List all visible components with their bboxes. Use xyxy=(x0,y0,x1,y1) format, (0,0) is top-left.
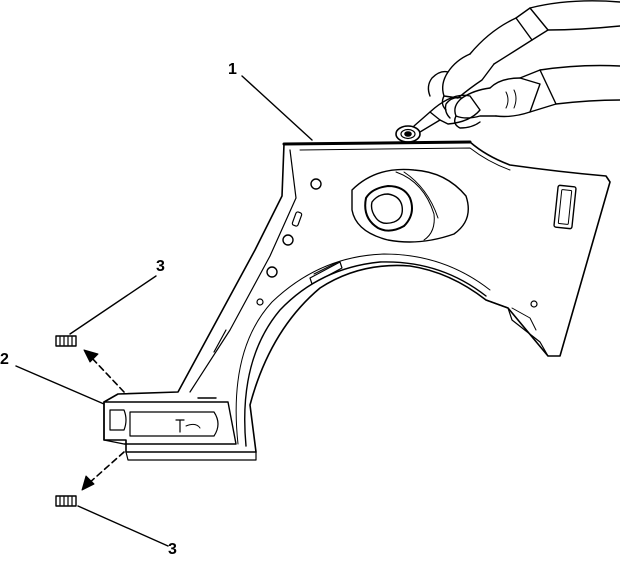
quarter-panel xyxy=(103,140,611,453)
callout-number-3-upper: 3 xyxy=(156,258,165,275)
removal-arrow-upper xyxy=(83,349,125,393)
leader-line-2 xyxy=(15,365,105,405)
insert-lower xyxy=(55,495,77,507)
grinding-tool xyxy=(395,94,481,143)
quarter-panel-outline xyxy=(103,141,611,453)
leader-line-3-lower xyxy=(77,505,169,547)
rocker-extension xyxy=(103,397,257,461)
insert-upper xyxy=(55,335,77,347)
callout-number-2: 2 xyxy=(0,351,9,368)
removal-arrow-lower xyxy=(81,451,125,491)
callout-number-3-lower: 3 xyxy=(168,541,177,558)
leader-line-3-upper xyxy=(69,275,157,335)
leader-line-1 xyxy=(241,75,313,141)
technician-hands-icon xyxy=(427,0,620,129)
callout-number-1: 1 xyxy=(228,61,237,78)
